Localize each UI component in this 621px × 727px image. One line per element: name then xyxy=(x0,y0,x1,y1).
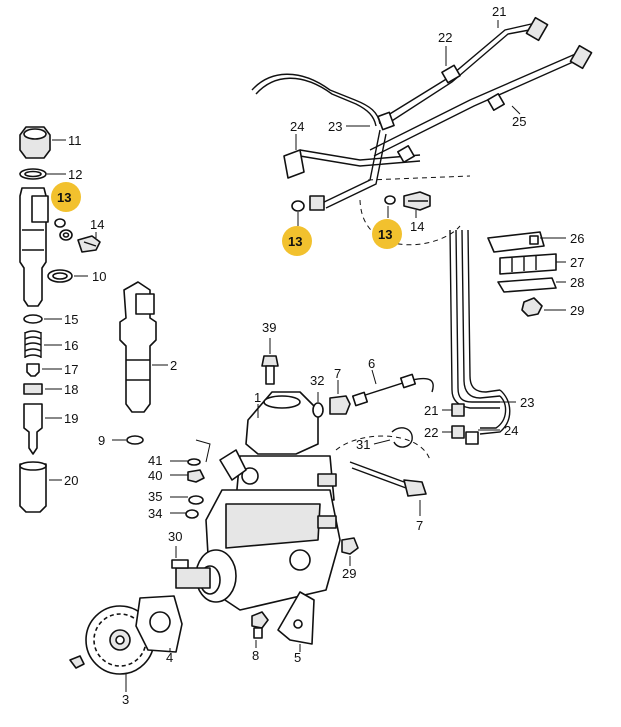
callout-6: 6 xyxy=(368,356,375,371)
callout-20: 20 xyxy=(64,473,78,488)
callout-14-left: 14 xyxy=(90,217,104,232)
callout-25: 25 xyxy=(512,114,526,129)
callout-24-top: 24 xyxy=(290,119,304,134)
callout-19: 19 xyxy=(64,411,78,426)
callout-22-top: 22 xyxy=(438,30,452,45)
callout-14-right: 14 xyxy=(410,219,424,234)
callout-16: 16 xyxy=(64,338,78,353)
brackets-and-return-lines xyxy=(442,229,566,445)
injector-parts-column xyxy=(19,126,101,513)
callout-40: 40 xyxy=(148,468,162,483)
callout-21-bottom: 21 xyxy=(424,403,438,418)
highlight-marker-13-left xyxy=(51,182,81,212)
callout-12: 12 xyxy=(68,167,82,182)
callout-15: 15 xyxy=(64,312,78,327)
callout-9: 9 xyxy=(98,433,105,448)
callout-29-right: 29 xyxy=(570,303,584,318)
callout-21-top: 21 xyxy=(492,4,506,19)
callout-8: 8 xyxy=(252,648,259,663)
drive-gear-parts xyxy=(69,591,315,692)
callout-29-lower: 29 xyxy=(342,566,356,581)
callout-7-upper: 7 xyxy=(334,366,341,381)
callout-28: 28 xyxy=(570,275,584,290)
callout-30: 30 xyxy=(168,529,182,544)
callout-39: 39 xyxy=(262,320,276,335)
fuel-supply-fittings xyxy=(312,369,434,516)
callout-17: 17 xyxy=(64,362,78,377)
callout-10: 10 xyxy=(92,269,106,284)
callout-35: 35 xyxy=(148,489,162,504)
injector-assembly xyxy=(112,281,168,445)
callout-1: 1 xyxy=(254,390,261,405)
highlight-marker-13-middle xyxy=(282,226,312,256)
callout-23-top: 23 xyxy=(328,119,342,134)
callout-2: 2 xyxy=(170,358,177,373)
callout-13-right: 13 xyxy=(378,227,392,242)
callout-13-middle: 13 xyxy=(288,234,302,249)
stud-bolt xyxy=(261,338,279,385)
callout-41: 41 xyxy=(148,453,162,468)
callout-34: 34 xyxy=(148,506,162,521)
callout-3: 3 xyxy=(122,692,129,707)
callout-4: 4 xyxy=(166,650,173,665)
callout-5: 5 xyxy=(294,650,301,665)
callout-18: 18 xyxy=(64,382,78,397)
callout-32: 32 xyxy=(310,373,324,388)
callout-7-lower: 7 xyxy=(416,518,423,533)
injection-pipes xyxy=(251,16,593,246)
callout-31: 31 xyxy=(356,437,370,452)
callout-labels: 1 2 3 4 5 6 7 7 8 9 10 11 12 13 13 13 14… xyxy=(57,4,584,707)
callout-26: 26 xyxy=(570,231,584,246)
callout-27: 27 xyxy=(570,255,584,270)
callout-11: 11 xyxy=(68,133,82,148)
callout-13-left: 13 xyxy=(57,190,71,205)
lower-bolts xyxy=(171,537,359,569)
highlight-markers xyxy=(51,182,402,256)
callout-23-right: 23 xyxy=(520,395,534,410)
injection-pump xyxy=(170,391,341,611)
callout-22-bottom: 22 xyxy=(424,425,438,440)
callout-24-right: 24 xyxy=(504,423,518,438)
highlight-marker-13-right xyxy=(372,219,402,249)
